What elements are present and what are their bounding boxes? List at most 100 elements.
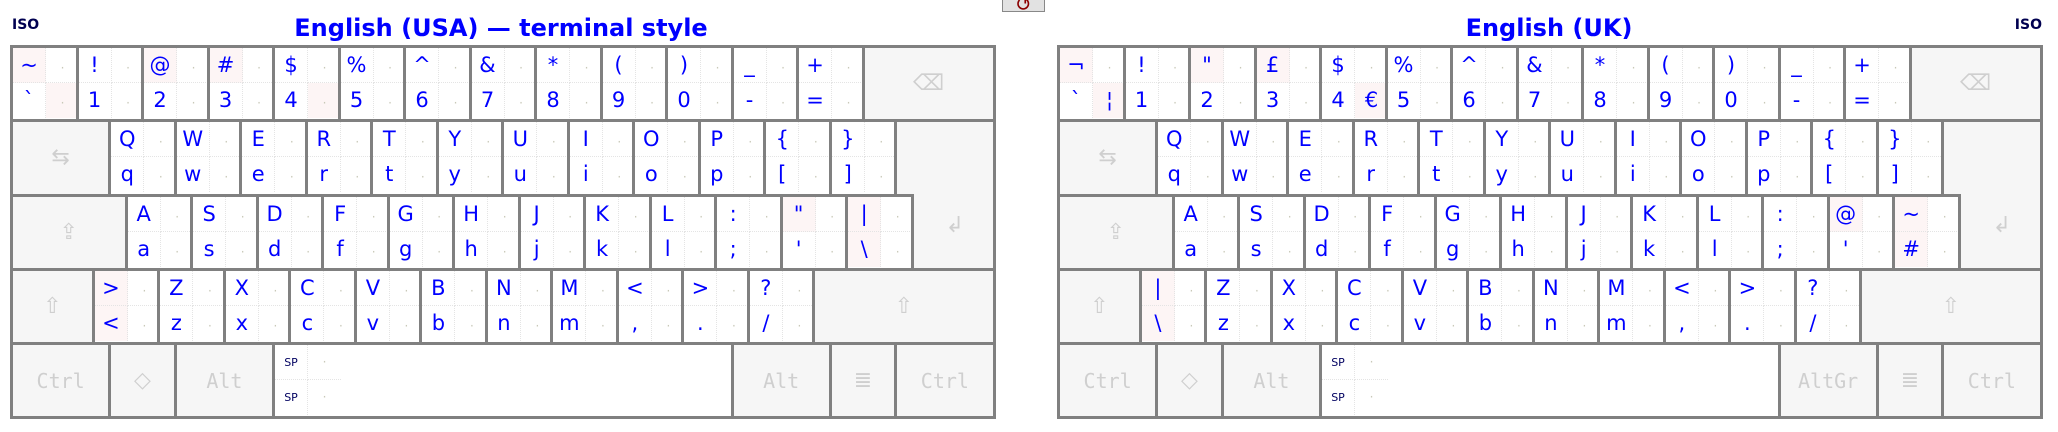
reset-button[interactable]: ↺: [1002, 0, 1045, 12]
key-w[interactable]: Ww: [173, 119, 243, 197]
key-backspace[interactable]: ⌫: [1908, 45, 2043, 123]
key-n[interactable]: Nn: [1531, 267, 1601, 346]
key-s[interactable]: Ss: [1237, 193, 1306, 271]
key-7[interactable]: &7: [468, 45, 537, 123]
key-ctrl-right[interactable]: Ctrl: [1941, 342, 2043, 420]
key-c[interactable]: Cc: [1335, 267, 1404, 346]
key-6[interactable]: ^6: [403, 45, 472, 123]
key-a[interactable]: Aa: [1171, 193, 1241, 271]
key-<[interactable]: ><: [91, 267, 161, 346]
key-capslock[interactable]: ⇪: [1057, 193, 1175, 271]
key-altgr[interactable]: AltGr: [1777, 342, 1879, 420]
key-p[interactable]: Pp: [1744, 119, 1814, 197]
key-v[interactable]: Vv: [353, 267, 423, 346]
key-=[interactable]: +=: [1843, 45, 1912, 123]
key-=[interactable]: +=: [796, 45, 865, 123]
key-ctrl-right[interactable]: Ctrl: [894, 342, 996, 420]
key-c[interactable]: Cc: [288, 267, 357, 346]
key-super[interactable]: ◇: [1155, 342, 1224, 420]
key-7[interactable]: &7: [1515, 45, 1584, 123]
key-k[interactable]: Kk: [1630, 193, 1699, 271]
key-x[interactable]: Xx: [1269, 267, 1339, 346]
key-1[interactable]: !1: [75, 45, 144, 123]
key-4[interactable]: $4: [272, 45, 341, 123]
key-z[interactable]: Zz: [1204, 267, 1273, 346]
key-u[interactable]: Uu: [501, 119, 570, 197]
key-d[interactable]: Dd: [1302, 193, 1372, 271]
key-b[interactable]: Bb: [1466, 267, 1535, 346]
key-space[interactable]: SPSP: [1319, 342, 1781, 420]
key-'[interactable]: @': [1826, 193, 1896, 271]
key-0[interactable]: )0: [665, 45, 734, 123]
key-`[interactable]: ~`: [10, 45, 79, 123]
key-z[interactable]: Zz: [157, 267, 226, 346]
key-r[interactable]: Rr: [1351, 119, 1421, 197]
key-i[interactable]: Ii: [1613, 119, 1683, 197]
key-5[interactable]: %5: [337, 45, 406, 123]
key-o[interactable]: Oo: [1679, 119, 1748, 197]
key-.[interactable]: >.: [1728, 267, 1797, 346]
key-d[interactable]: Dd: [255, 193, 325, 271]
key-2[interactable]: @2: [141, 45, 210, 123]
key-capslock[interactable]: ⇪: [10, 193, 128, 271]
key-super[interactable]: ◇: [108, 342, 177, 420]
key-alt-left[interactable]: Alt: [1220, 342, 1322, 420]
key-\[interactable]: |\: [845, 193, 914, 271]
key-p[interactable]: Pp: [697, 119, 767, 197]
key-w[interactable]: Ww: [1220, 119, 1290, 197]
key-y[interactable]: Yy: [435, 119, 505, 197]
key-8[interactable]: *8: [1581, 45, 1650, 123]
key-menu[interactable]: ≣: [1875, 342, 1945, 420]
key-2[interactable]: "2: [1188, 45, 1257, 123]
key-alt-right[interactable]: Alt: [730, 342, 832, 420]
key-u[interactable]: Uu: [1548, 119, 1617, 197]
key-r[interactable]: Rr: [304, 119, 374, 197]
key-t[interactable]: Tt: [370, 119, 439, 197]
key-m[interactable]: Mm: [550, 267, 619, 346]
key-n[interactable]: Nn: [484, 267, 554, 346]
key-g[interactable]: Gg: [386, 193, 456, 271]
key-4[interactable]: $4€: [1319, 45, 1388, 123]
key-ctrl-left[interactable]: Ctrl: [1057, 342, 1159, 420]
key-f[interactable]: Ff: [321, 193, 390, 271]
key-e[interactable]: Ee: [1286, 119, 1355, 197]
key-ctrl-left[interactable]: Ctrl: [10, 342, 112, 420]
key-b[interactable]: Bb: [419, 267, 488, 346]
key-8[interactable]: *8: [534, 45, 603, 123]
key-\[interactable]: |\: [1138, 267, 1208, 346]
key-i[interactable]: Ii: [566, 119, 636, 197]
key-/[interactable]: ?/: [746, 267, 816, 346]
key-j[interactable]: Jj: [1564, 193, 1634, 271]
key-0[interactable]: )0: [1712, 45, 1781, 123]
key-v[interactable]: Vv: [1400, 267, 1470, 346]
key-][interactable]: }]: [828, 119, 898, 197]
key-backspace[interactable]: ⌫: [861, 45, 996, 123]
key-tab[interactable]: ⇆: [1057, 119, 1159, 197]
key-space[interactable]: SPSP: [272, 342, 734, 420]
key-[[interactable]: {[: [1810, 119, 1879, 197]
key-/[interactable]: ?/: [1793, 267, 1863, 346]
key-9[interactable]: (9: [1646, 45, 1715, 123]
key-alt-left[interactable]: Alt: [173, 342, 275, 420]
key-q[interactable]: Qq: [1155, 119, 1224, 197]
key-shift-left[interactable]: ⇧: [10, 267, 95, 346]
key-a[interactable]: Aa: [124, 193, 194, 271]
key-o[interactable]: Oo: [632, 119, 701, 197]
key-9[interactable]: (9: [599, 45, 668, 123]
key-,[interactable]: <,: [615, 267, 685, 346]
key-l[interactable]: Ll: [648, 193, 718, 271]
key-y[interactable]: Yy: [1482, 119, 1552, 197]
key-1[interactable]: !1: [1122, 45, 1191, 123]
key-,[interactable]: <,: [1662, 267, 1732, 346]
key-][interactable]: }]: [1875, 119, 1945, 197]
key-[[interactable]: {[: [763, 119, 832, 197]
key-shift-right[interactable]: ⇧: [1859, 267, 2043, 346]
key--[interactable]: _-: [1777, 45, 1846, 123]
key-j[interactable]: Jj: [517, 193, 587, 271]
key-t[interactable]: Tt: [1417, 119, 1486, 197]
key-e[interactable]: Ee: [239, 119, 308, 197]
key-l[interactable]: Ll: [1695, 193, 1765, 271]
key-x[interactable]: Xx: [222, 267, 292, 346]
key-h[interactable]: Hh: [452, 193, 521, 271]
key--[interactable]: _-: [730, 45, 799, 123]
